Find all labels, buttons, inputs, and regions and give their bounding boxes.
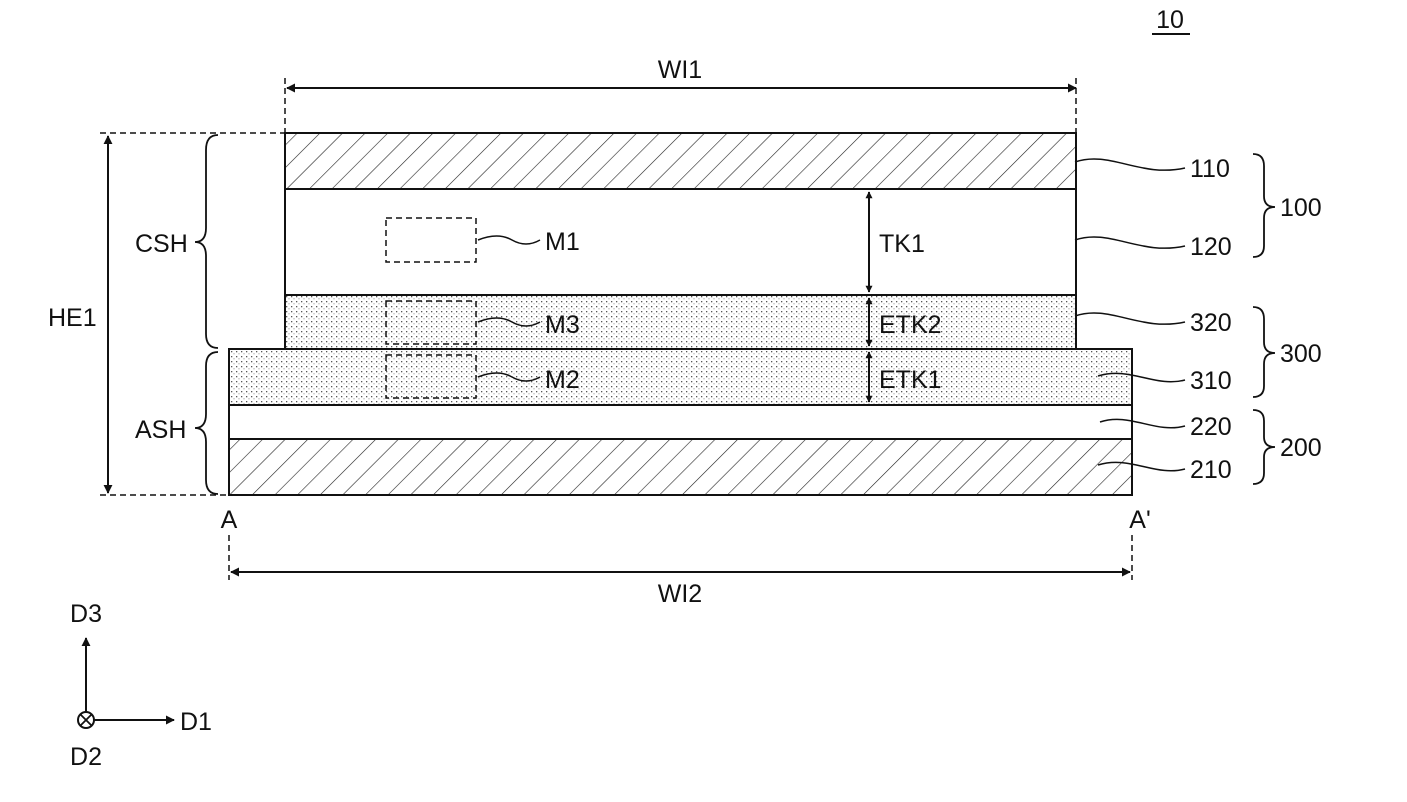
label-200: 200	[1280, 434, 1322, 462]
leader-120	[1075, 237, 1185, 248]
leader-110	[1075, 159, 1185, 170]
csh-label: CSH	[135, 230, 188, 258]
layer-120	[285, 189, 1076, 295]
label-110: 110	[1190, 155, 1230, 183]
axis-d2-into-page-icon	[78, 712, 94, 728]
region-m3-label: M3	[545, 311, 580, 339]
layer-110	[285, 133, 1076, 189]
tk1-label: TK1	[879, 230, 925, 258]
region-m1-label: M1	[545, 228, 580, 256]
section-label-a-prime: A'	[1129, 506, 1150, 534]
label-310: 310	[1190, 367, 1232, 395]
brace-100	[1253, 154, 1275, 257]
label-220: 220	[1190, 413, 1232, 441]
region-m2-label: M2	[545, 366, 580, 394]
leader-320	[1075, 313, 1185, 324]
csh-brace	[195, 135, 218, 348]
etk1-label: ETK1	[879, 366, 942, 394]
layer-220	[229, 405, 1132, 439]
layer-210	[229, 439, 1132, 495]
axis-d3-label: D3	[70, 600, 102, 628]
ash-brace	[195, 352, 218, 494]
axis-d2-label: D2	[70, 743, 102, 771]
layer-320	[285, 295, 1076, 349]
label-120: 120	[1190, 233, 1232, 261]
width1-label: WI1	[658, 56, 702, 84]
figure-ref: 10	[1156, 6, 1184, 34]
label-100: 100	[1280, 194, 1322, 222]
brace-300	[1253, 307, 1275, 397]
ash-label: ASH	[135, 416, 186, 444]
label-210: 210	[1190, 456, 1232, 484]
label-320: 320	[1190, 309, 1232, 337]
height-label: HE1	[48, 304, 97, 332]
layer-310	[229, 349, 1132, 405]
width2-label: WI2	[658, 580, 702, 608]
section-label-a: A	[221, 506, 238, 534]
label-300: 300	[1280, 340, 1322, 368]
brace-200	[1253, 410, 1275, 484]
axis-d1-label: D1	[180, 708, 212, 736]
etk2-label: ETK2	[879, 311, 942, 339]
